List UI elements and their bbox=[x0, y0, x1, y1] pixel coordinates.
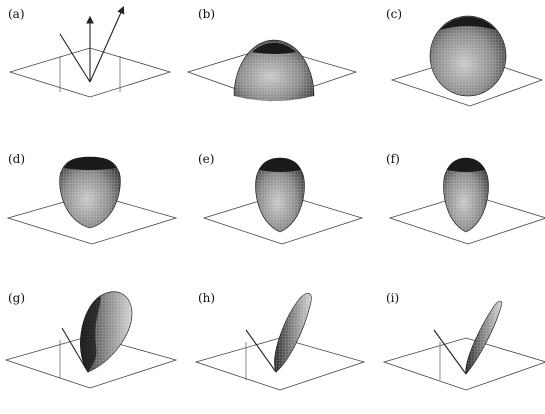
panel-label-i: (i) bbox=[386, 291, 399, 305]
panel-label-g: (g) bbox=[8, 291, 25, 305]
lobe-outline bbox=[274, 293, 312, 373]
lobe-mesh bbox=[430, 16, 506, 96]
panel-i: (i) bbox=[382, 291, 545, 391]
panel-label-c: (c) bbox=[386, 7, 402, 21]
panel-g: (g) bbox=[4, 291, 178, 389]
lobe-cap bbox=[259, 158, 301, 172]
lobe-mesh bbox=[443, 158, 489, 232]
panel-f: (f) bbox=[386, 152, 545, 245]
panel-label-f: (f) bbox=[386, 152, 400, 166]
ground-plane bbox=[4, 335, 178, 389]
incident-ray bbox=[59, 33, 91, 83]
lobe-outline bbox=[255, 157, 305, 233]
ground-plane bbox=[8, 47, 172, 98]
panel-b: (b) bbox=[186, 7, 358, 102]
lobe-mesh bbox=[234, 40, 314, 101]
lobe-outline bbox=[465, 300, 502, 375]
lobe-mesh bbox=[274, 293, 312, 372]
panel-e: (e) bbox=[198, 152, 364, 245]
panel-c: (c) bbox=[386, 7, 544, 107]
panel-label-d: (d) bbox=[8, 152, 25, 166]
lobe-outline bbox=[59, 156, 121, 229]
panel-a: (a) bbox=[8, 5, 172, 98]
incident-ray bbox=[61, 327, 89, 373]
lobe-outline bbox=[233, 39, 315, 97]
lobe-cap bbox=[447, 158, 485, 172]
lobe-outline bbox=[80, 291, 133, 373]
ground-plane bbox=[388, 193, 545, 245]
lobe-shadow bbox=[80, 296, 101, 372]
lobe-cap bbox=[252, 42, 296, 54]
panel-label-e: (e) bbox=[198, 152, 214, 166]
ground-plane bbox=[194, 337, 366, 391]
ground-plane bbox=[382, 337, 545, 391]
lobe-cap bbox=[440, 17, 496, 30]
reflected-ray-arrow bbox=[89, 5, 125, 83]
panel-label-h: (h) bbox=[198, 291, 215, 305]
panel-label-a: (a) bbox=[8, 7, 25, 21]
lobe-cap bbox=[64, 157, 116, 170]
ground-plane bbox=[202, 193, 364, 245]
panel-d: (d) bbox=[6, 152, 178, 245]
lobe-mesh bbox=[465, 301, 502, 374]
incident-ray bbox=[245, 329, 277, 373]
lobe-mesh bbox=[255, 158, 305, 232]
panel-label-b: (b) bbox=[198, 7, 215, 21]
panel-h: (h) bbox=[194, 291, 366, 391]
lobe-mesh bbox=[59, 157, 121, 228]
lobe-outline bbox=[429, 15, 507, 97]
incident-ray bbox=[433, 329, 467, 375]
lobe-outline bbox=[443, 157, 489, 233]
